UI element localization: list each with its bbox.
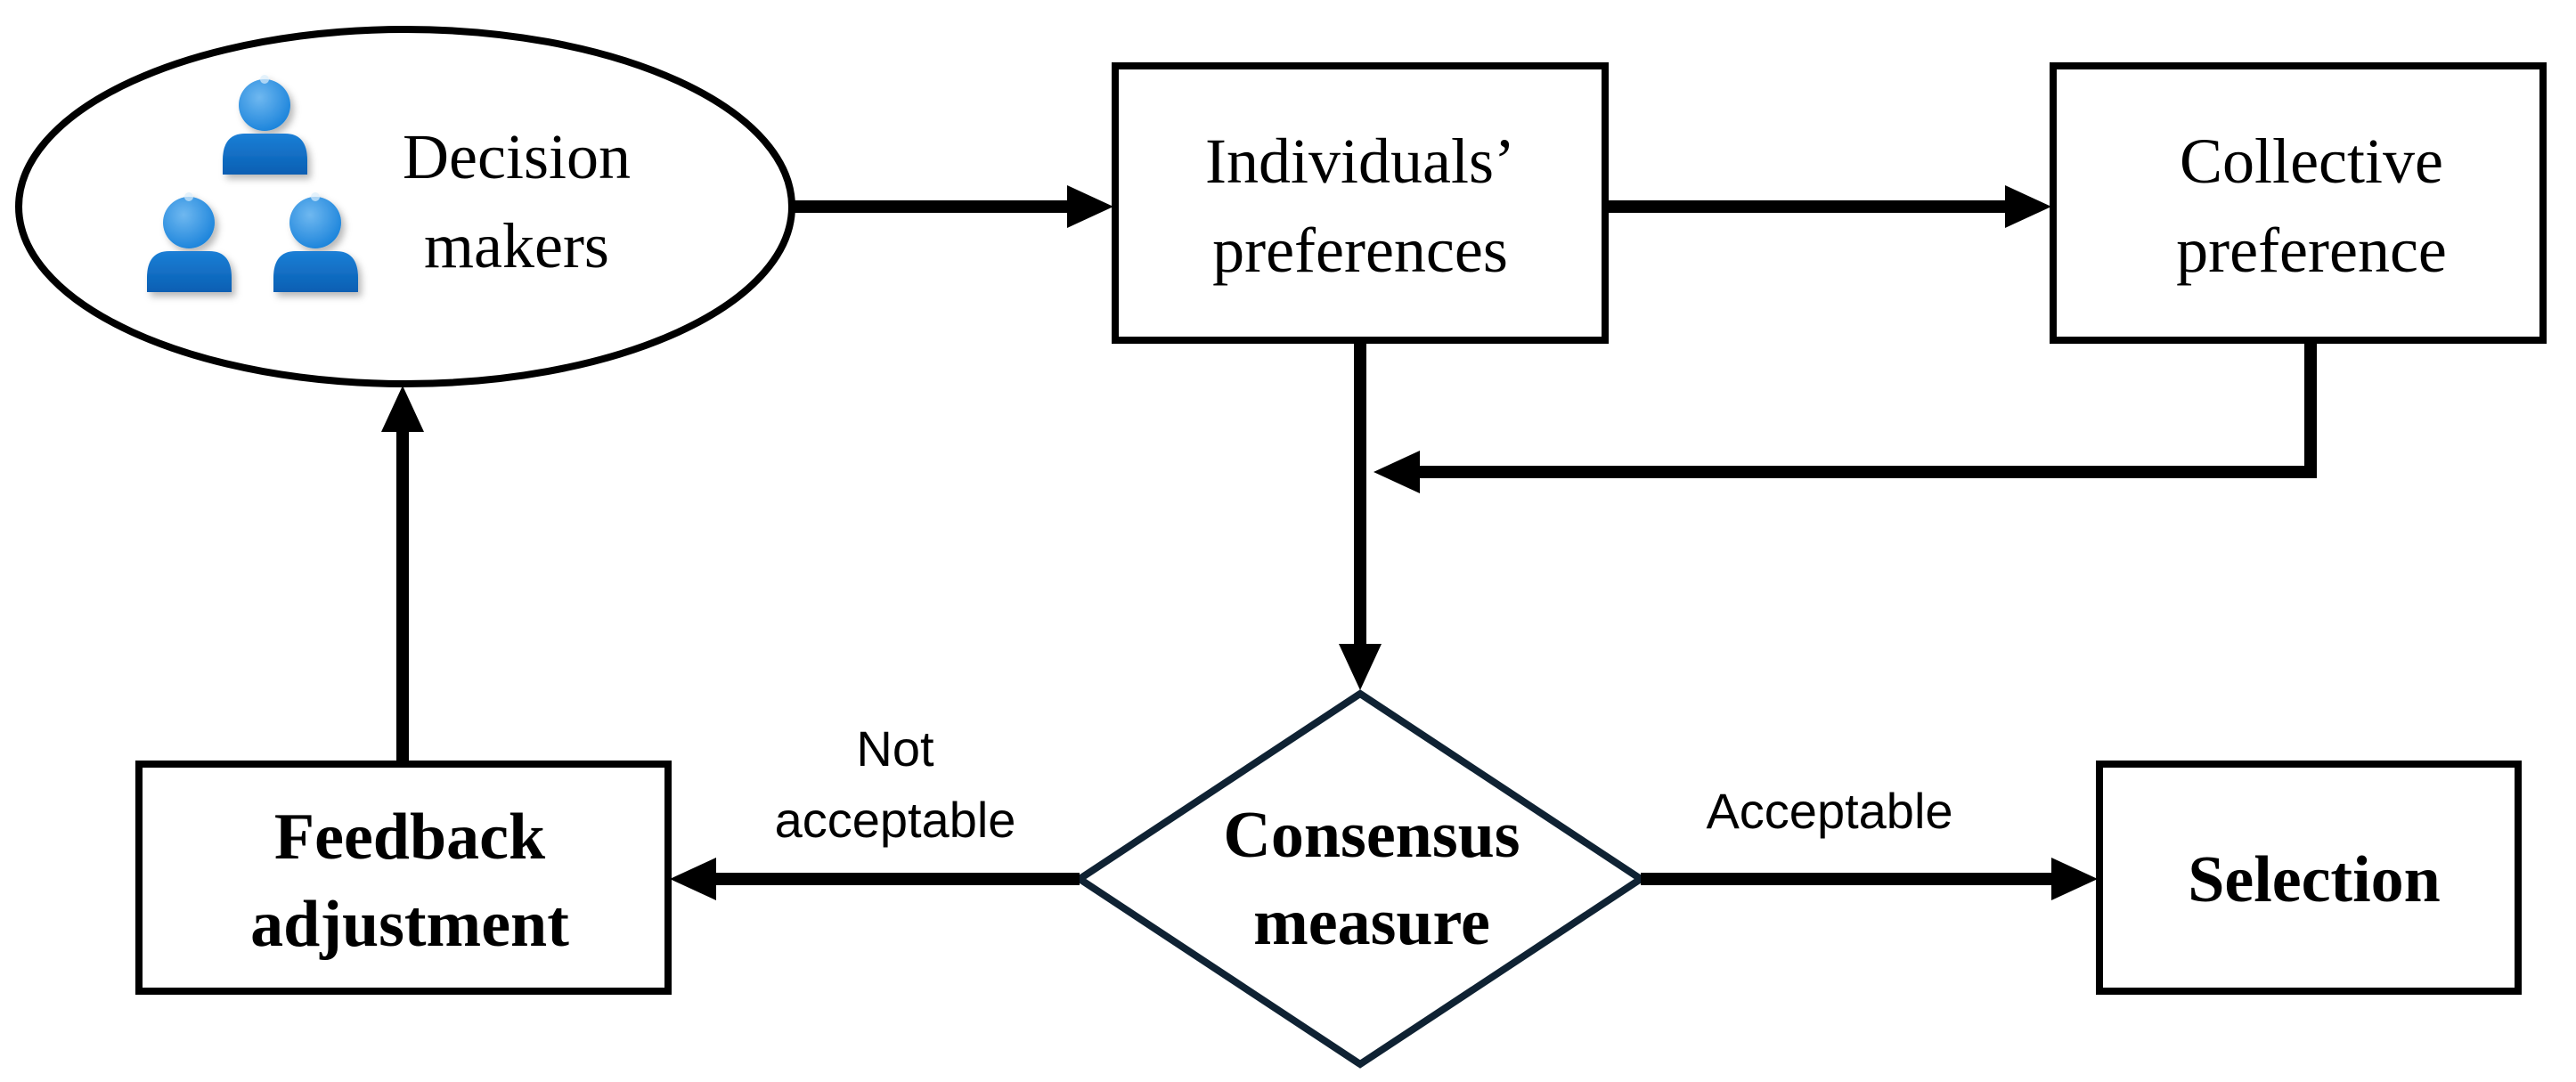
selection-label: Selection [2188,843,2441,916]
feedback-adjustment-label-line1: Feedback [274,801,546,874]
individuals-preferences-label-line2: preferences [1212,215,1508,286]
consensus-measure-label-line1: Consensus [1223,799,1520,872]
selection-box [2096,761,2522,995]
individuals-preferences-node: Individuals’ preferences [1112,62,1609,344]
person-icon [273,192,358,292]
feedback-adjustment-box [135,761,672,995]
arrow-collective-to-consensus-line [1374,340,2317,493]
consensus-measure-label-line2: measure [1253,886,1490,959]
individuals-preferences-label-line1: Individuals’ [1205,126,1515,197]
arrow-decision-to-individuals [792,185,1113,228]
arrow-consensus-to-feedback [670,858,1080,900]
feedback-adjustment-label-line2: adjustment [250,888,569,961]
consensus-measure-node: Consensus measure [1072,689,1648,1069]
collective-preference-label-line1: Collective [2180,126,2443,197]
people-group-icon [147,75,358,292]
decision-makers-ellipse [15,26,795,387]
collective-preference-label-line2: preference [2176,215,2447,286]
acceptable-label: Acceptable [1706,783,1952,839]
arrow-consensus-to-selection [1641,858,2098,900]
not-acceptable-label-line2: acceptable [775,792,1016,848]
decision-makers-label-line1: Decision [403,121,631,192]
collective-preference-box [2050,62,2547,344]
arrow-individuals-to-consensus [1339,340,1382,690]
arrow-feedback-to-decision [381,386,424,764]
arrow-individuals-to-collective [1605,185,2051,228]
not-acceptable-label-line1: Not [856,720,934,777]
selection-node: Selection [2096,761,2522,995]
person-icon [223,75,307,175]
decision-makers-label-line2: makers [424,210,609,281]
consensus-measure-diamond [1072,689,1648,1069]
person-icon [147,192,232,292]
collective-preference-node: Collective preference [2050,62,2547,344]
feedback-adjustment-node: Feedback adjustment [135,761,672,995]
decision-makers-node: Decision makers [15,26,795,387]
individuals-preferences-box [1112,62,1609,344]
